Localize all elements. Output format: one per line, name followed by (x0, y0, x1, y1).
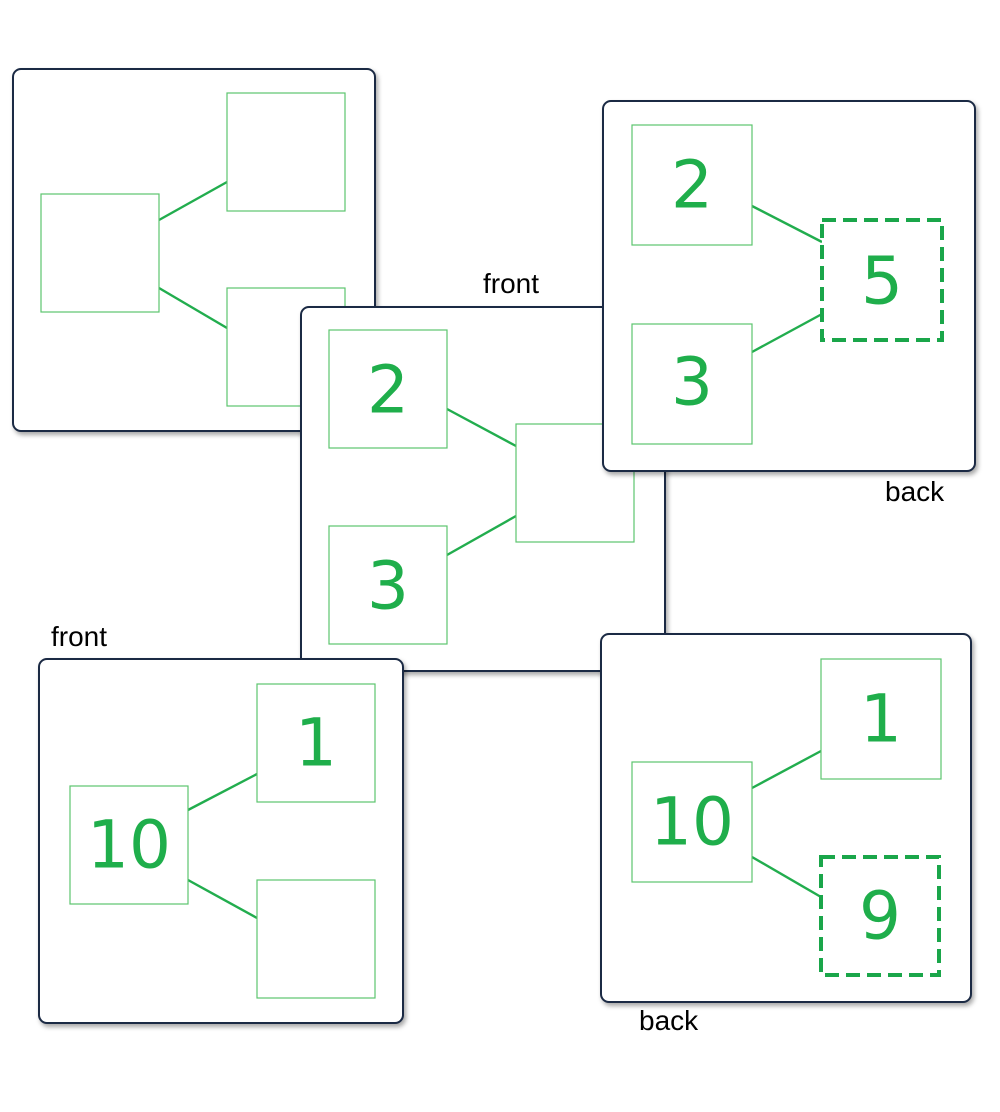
bottom-front-card: 10 1 (38, 658, 404, 1024)
top-back-card: 2 3 5 (602, 100, 976, 472)
caption-front-bottom: front (51, 621, 108, 652)
part-number-top: 1 (295, 705, 337, 782)
bond-line (751, 749, 822, 790)
part-box-top (256, 683, 376, 803)
bond-line (187, 878, 258, 920)
part-box-bottom (328, 525, 448, 645)
part-number-top: 1 (860, 681, 902, 758)
bond-line (187, 772, 258, 812)
part-box-bottom (631, 323, 753, 445)
part-number-bottom: 3 (671, 344, 713, 421)
bond-line (751, 204, 823, 244)
whole-number: 5 (861, 243, 903, 320)
bond-line (158, 286, 228, 330)
whole-box (69, 785, 189, 905)
part-box-bottom-answer (819, 855, 941, 977)
bond-line (158, 180, 228, 222)
caption-front-middle: front (483, 268, 540, 299)
part-number-top: 2 (367, 352, 409, 429)
bond-line (751, 312, 823, 354)
whole-box-answer (820, 218, 944, 342)
bond-line (446, 407, 517, 448)
number-bond-diagram: 2 3 5 (631, 124, 944, 445)
whole-number: 10 (650, 784, 734, 861)
bottom-back-card: 10 1 9 (600, 633, 972, 1003)
part-box-top (328, 329, 448, 449)
part-number-bottom: 3 (367, 548, 409, 625)
part-box-bottom (256, 879, 376, 999)
whole-box (631, 761, 753, 883)
whole-number: 10 (87, 807, 171, 884)
part-number-top: 2 (671, 147, 713, 224)
part-box-top (226, 92, 346, 212)
part-number-bottom: 9 (859, 878, 901, 955)
part-box-top (631, 124, 753, 246)
number-bond-diagram: 10 1 9 (631, 658, 942, 977)
number-bond-diagram: 10 1 (69, 683, 376, 999)
whole-box (40, 193, 160, 313)
caption-back-bottom: back (639, 1005, 699, 1036)
bond-line (751, 855, 822, 899)
part-box-top (820, 658, 942, 780)
bond-line (446, 514, 517, 557)
caption-back-top: back (885, 476, 945, 507)
